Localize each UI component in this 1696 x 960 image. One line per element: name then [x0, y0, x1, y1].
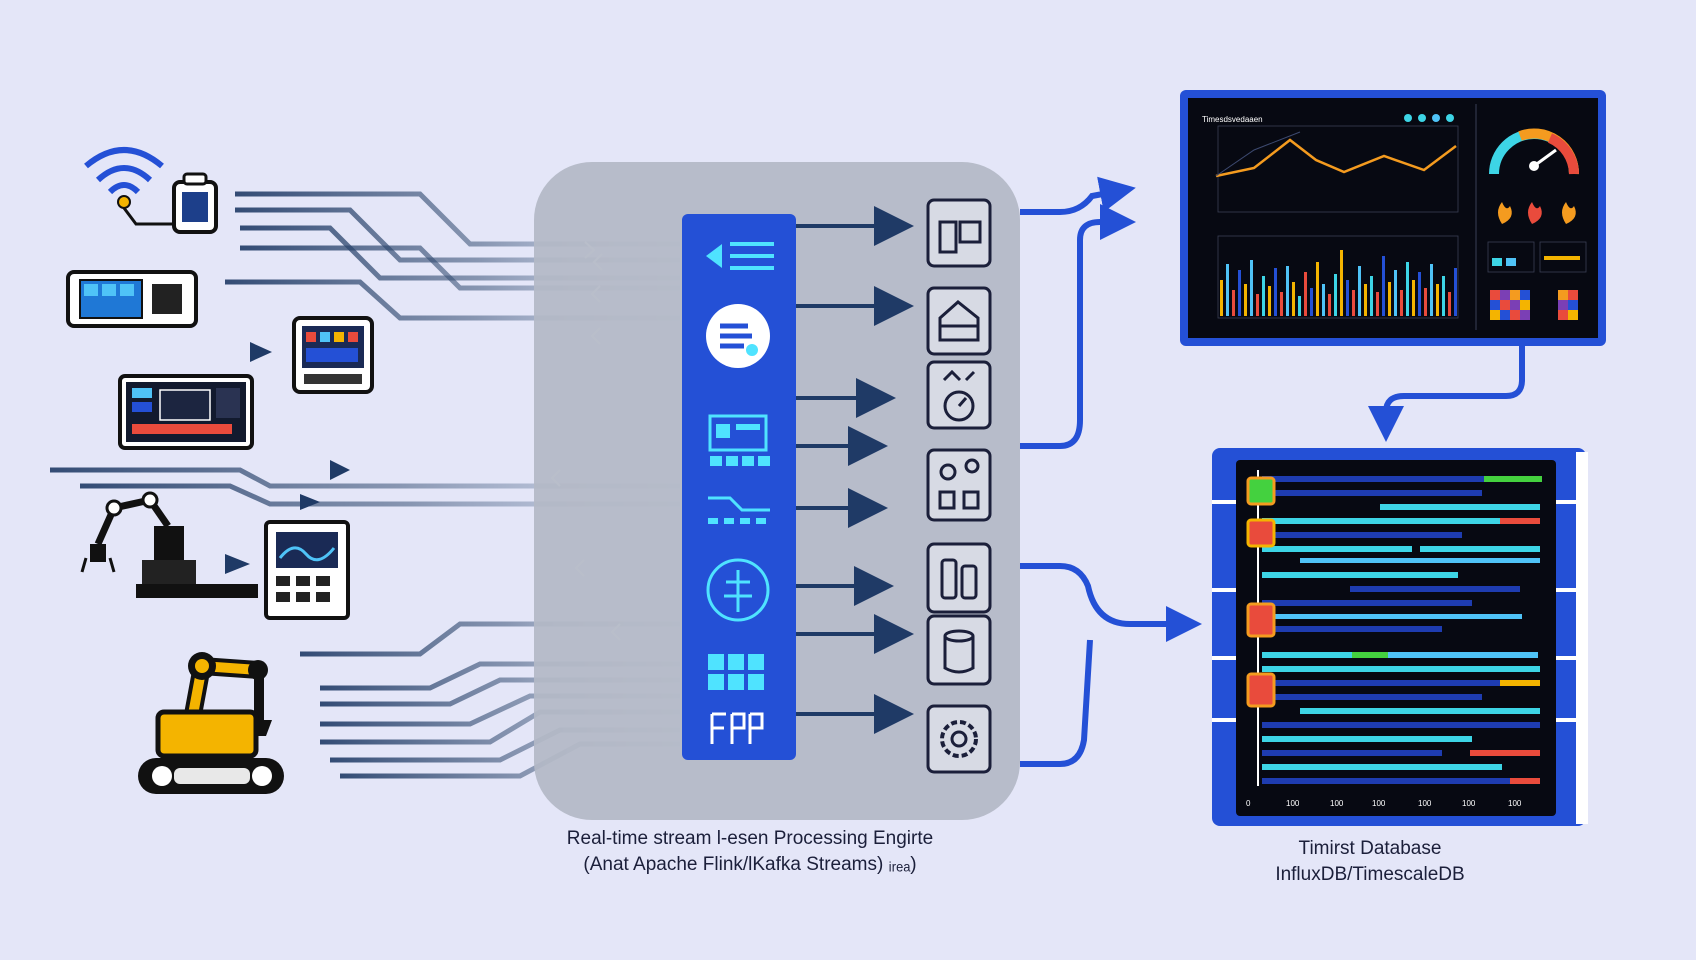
db-axis-tick: 100	[1330, 799, 1344, 808]
input-arrow-heads	[225, 342, 350, 574]
db-axis-tick: 0	[1246, 799, 1251, 808]
dashboard-spectrum-bars	[1220, 250, 1457, 316]
monitor-terminal-icon	[264, 520, 350, 620]
wifi-sensor-icon	[84, 147, 218, 234]
engine-caption-line-1: Real-time stream l-esen Processing Engir…	[566, 828, 934, 849]
output-network-icon	[926, 448, 992, 522]
robot-arm-icon	[80, 491, 258, 598]
handheld-device-icon	[66, 270, 198, 328]
database-caption: Timirst Database InfluxDB/TimescaleDB	[1240, 836, 1500, 888]
db-axis-tick: 100	[1508, 799, 1522, 808]
db-axis-tick: 100	[1418, 799, 1432, 808]
output-clock-icon	[926, 360, 992, 430]
output-modules	[926, 198, 992, 774]
output-gear-icon	[926, 704, 992, 774]
engine-caption: Real-time stream l-esen Processing Engir…	[520, 826, 980, 878]
waveform-icon	[708, 496, 770, 524]
alert-flame-icons	[1498, 202, 1576, 224]
database-caption-line-2: InfluxDB/TimescaleDB	[1275, 864, 1465, 885]
output-connectors	[1020, 176, 1525, 767]
db-timeline-bars	[1262, 476, 1542, 784]
db-series-markers	[1246, 476, 1276, 708]
industrial-controller-icon	[118, 374, 254, 450]
db-axis-tick: 100	[1286, 799, 1300, 808]
database-caption-line-1: Timirst Database	[1298, 838, 1442, 859]
grid-table-icon	[708, 654, 764, 744]
db-axis-ticks: 0 100 100 100 100 100 100	[1246, 799, 1522, 808]
engine-icons	[706, 242, 774, 744]
output-module-icon-2	[926, 286, 992, 356]
gauge-icon	[1489, 128, 1580, 175]
processing-gear-icon	[706, 304, 770, 368]
output-module-icon-1	[926, 198, 992, 268]
engine-output-arrows	[796, 206, 914, 734]
dashboard-widget-icon	[708, 414, 770, 466]
db-axis-tick: 100	[1372, 799, 1386, 808]
db-axis-tick: 100	[1462, 799, 1476, 808]
engine-caption-line-2: (Anat Apache Flink/lKafka Streams) ᵢᵣₑₐ)	[583, 854, 917, 875]
dashboard-title: Timesdsvedaaen	[1202, 115, 1263, 124]
control-panel-icon	[292, 316, 374, 394]
neural-tree-icon	[706, 558, 770, 622]
heatmap-grid	[1490, 290, 1578, 320]
monitoring-dashboard: Timesdsvedaaen	[1180, 90, 1606, 346]
stream-link-icon	[706, 242, 774, 270]
output-cylinder-icon	[926, 614, 992, 686]
time-series-database: 0 100 100 100 100 100 100	[1212, 448, 1588, 826]
output-bottles-icon	[926, 542, 992, 614]
excavator-robot-icon	[138, 652, 284, 794]
